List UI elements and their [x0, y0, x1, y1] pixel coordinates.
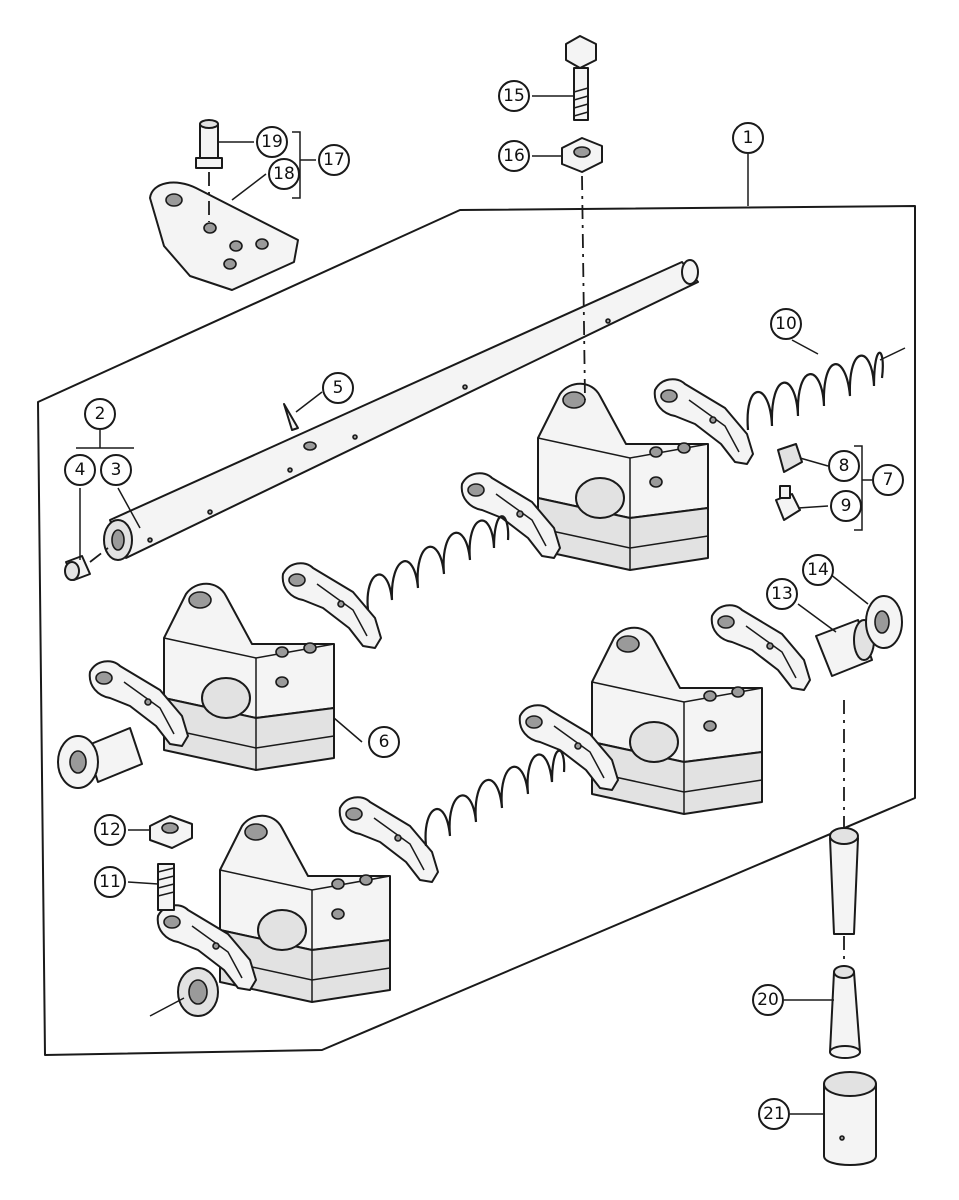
rocker-front-lower [338, 796, 439, 883]
pushrod-upper [829, 827, 859, 935]
callout-label: 6 [379, 732, 390, 752]
callout-4: 4 [64, 454, 96, 486]
callout-label: 7 [883, 470, 894, 490]
callout-1: 1 [732, 122, 764, 154]
rocker-front-right [710, 604, 811, 691]
callout-label: 18 [273, 164, 295, 184]
callout-label: 11 [99, 872, 121, 892]
snap-ring-right [865, 595, 903, 649]
callout-label: 12 [99, 820, 121, 840]
callout-3: 3 [100, 454, 132, 486]
callout-label: 17 [323, 150, 345, 170]
callout-5: 5 [322, 372, 354, 404]
callout-11: 11 [94, 866, 126, 898]
callout-label: 3 [111, 460, 122, 480]
callout-2: 2 [84, 398, 116, 430]
shaft-end-washer-left [57, 727, 143, 789]
adjusting-screw [157, 863, 175, 911]
callout-label: 21 [763, 1104, 785, 1124]
rocker-middle [281, 562, 382, 649]
callout-7: 7 [872, 464, 904, 496]
mounting-bolt [565, 35, 597, 121]
callout-label: 20 [757, 990, 779, 1010]
callout-19: 19 [256, 126, 288, 158]
callout-18: 18 [268, 158, 300, 190]
bolt-centerline [581, 175, 586, 401]
callout-20: 20 [752, 984, 784, 1016]
callout-label: 19 [261, 132, 283, 152]
callout-12: 12 [94, 814, 126, 846]
callout-label: 10 [775, 314, 797, 334]
callout-10: 10 [770, 308, 802, 340]
mounting-nut [561, 137, 603, 173]
assembly-boundary-outline [37, 205, 916, 1056]
adjuster-cap [777, 443, 803, 473]
cam-follower-tappet [823, 1071, 877, 1166]
callout-15: 15 [498, 80, 530, 112]
locknut [149, 815, 193, 849]
shaft-end-lower-left [149, 967, 219, 1017]
callout-6: 6 [368, 726, 400, 758]
callout-label: 4 [75, 460, 86, 480]
callout-label: 9 [841, 496, 852, 516]
bracket-middle-left [163, 582, 335, 771]
oil-feed-plate [149, 181, 299, 291]
callout-label: 14 [807, 560, 829, 580]
callout-14: 14 [802, 554, 834, 586]
callout-17: 17 [318, 144, 350, 176]
spring-front [424, 749, 566, 847]
spring-rear-right [746, 347, 906, 431]
shaft-plug [64, 547, 109, 581]
callout-21: 21 [758, 1098, 790, 1130]
callout-9: 9 [830, 490, 862, 522]
oil-feed-stud [195, 119, 223, 169]
callout-label: 13 [771, 584, 793, 604]
callout-label: 5 [333, 378, 344, 398]
leader-lines [76, 95, 872, 1115]
bracket-front-right [591, 626, 763, 815]
spring-middle [366, 515, 510, 611]
callout-label: 1 [743, 128, 754, 148]
adjuster-screw [775, 485, 801, 521]
callout-16: 16 [498, 140, 530, 172]
pushrod-lower [829, 965, 861, 1059]
callout-label: 2 [95, 404, 106, 424]
rocker-shaft [103, 259, 699, 561]
spacer-sleeve [815, 619, 875, 677]
callout-label: 15 [503, 86, 525, 106]
callout-8: 8 [828, 450, 860, 482]
cotter-pin [283, 403, 299, 431]
callout-label: 8 [839, 456, 850, 476]
callout-label: 16 [503, 146, 525, 166]
callout-13: 13 [766, 578, 798, 610]
